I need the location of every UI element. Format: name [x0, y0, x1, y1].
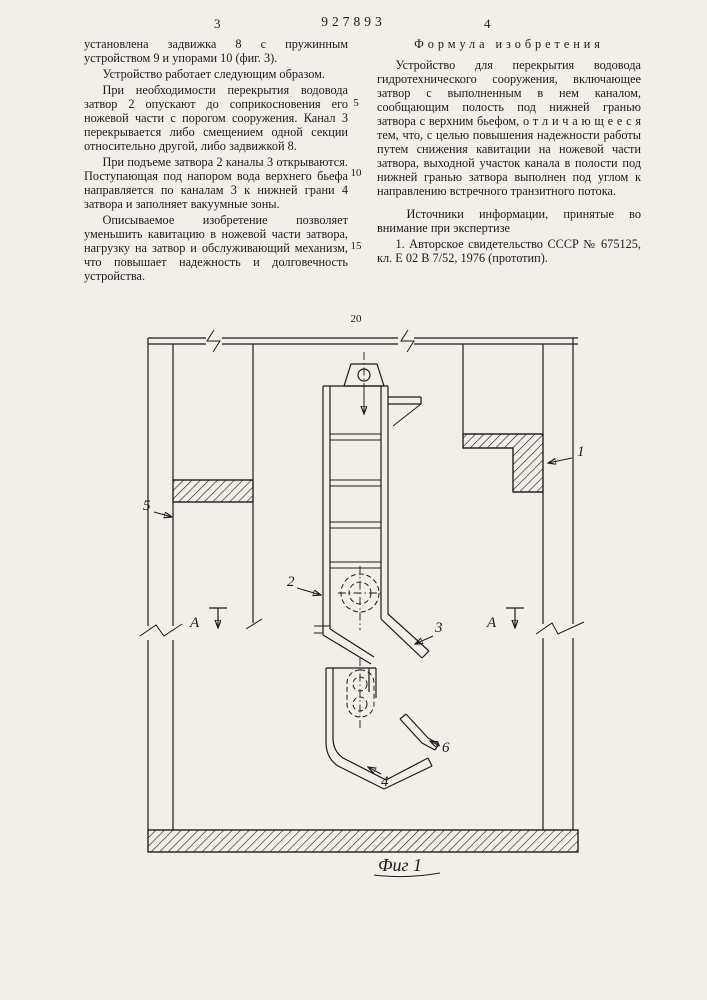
section-label: А — [189, 615, 200, 631]
page-number-right: 4 — [484, 16, 491, 31]
paragraph: При необходимости перекрытия водовода за… — [84, 83, 348, 154]
source-entry: 1. Авторское свидетельство СССР № 675125… — [377, 237, 641, 266]
label-5: 5 — [143, 498, 151, 514]
margin-line-number: 10 — [350, 167, 362, 179]
label-2: 2 — [287, 574, 295, 590]
section-arrow-right: А — [486, 607, 524, 631]
caption-text: Фиг 1 — [378, 855, 422, 875]
section-arrow-left: А — [189, 607, 227, 631]
gate-assembly — [314, 352, 430, 665]
paragraph: установлена задвижка 8 с пружинным устро… — [84, 37, 348, 66]
margin-line-number: 20 — [350, 313, 362, 325]
paragraph: Устройство работает следующим образом. — [102, 67, 325, 82]
left-text-column: установлена задвижка 8 с пружинным устро… — [84, 37, 348, 285]
label-6: 6 — [442, 740, 450, 756]
section-label: А — [486, 615, 497, 631]
channel-outlet-spout — [380, 613, 430, 659]
knife-edge — [322, 628, 375, 665]
label-3: 3 — [434, 620, 443, 636]
paragraph: Устройство для перекрытия водовода гидро… — [377, 58, 641, 199]
floor-sill — [147, 829, 579, 853]
patent-number: 927893 — [321, 14, 386, 29]
reference-labels: 1 2 3 4 5 6 — [143, 444, 585, 790]
conduit-top-boundary — [148, 330, 578, 353]
page-number-left: 3 — [214, 16, 221, 31]
technical-drawing: А А 1 2 3 4 5 6 — [139, 330, 585, 878]
sources-heading: Источники информации, принятые во вниман… — [377, 207, 641, 236]
deflector-plate — [399, 713, 440, 751]
margin-line-number: 5 — [353, 97, 359, 109]
lower-gate-section — [325, 658, 433, 790]
figure-caption: Фиг 1 — [373, 855, 441, 878]
hidden-capsule-detail — [346, 669, 375, 718]
label-1: 1 — [577, 444, 585, 460]
paragraph: При подъеме затвора 2 каналы 3 открывают… — [84, 155, 348, 212]
paragraph: Описываемое изобретение позволяет уменьш… — [84, 213, 348, 284]
right-text-column: Формула изобретения Устройство для перек… — [377, 37, 641, 267]
margin-line-number: 15 — [350, 240, 362, 252]
label-4: 4 — [381, 774, 389, 790]
gate-ribs — [330, 433, 381, 569]
claims-heading: Формула изобретения — [414, 37, 604, 51]
figure-1-drawing: А А 1 2 3 4 5 6 — [138, 330, 590, 878]
left-wall-section — [139, 338, 263, 830]
right-wall-section — [462, 338, 585, 830]
